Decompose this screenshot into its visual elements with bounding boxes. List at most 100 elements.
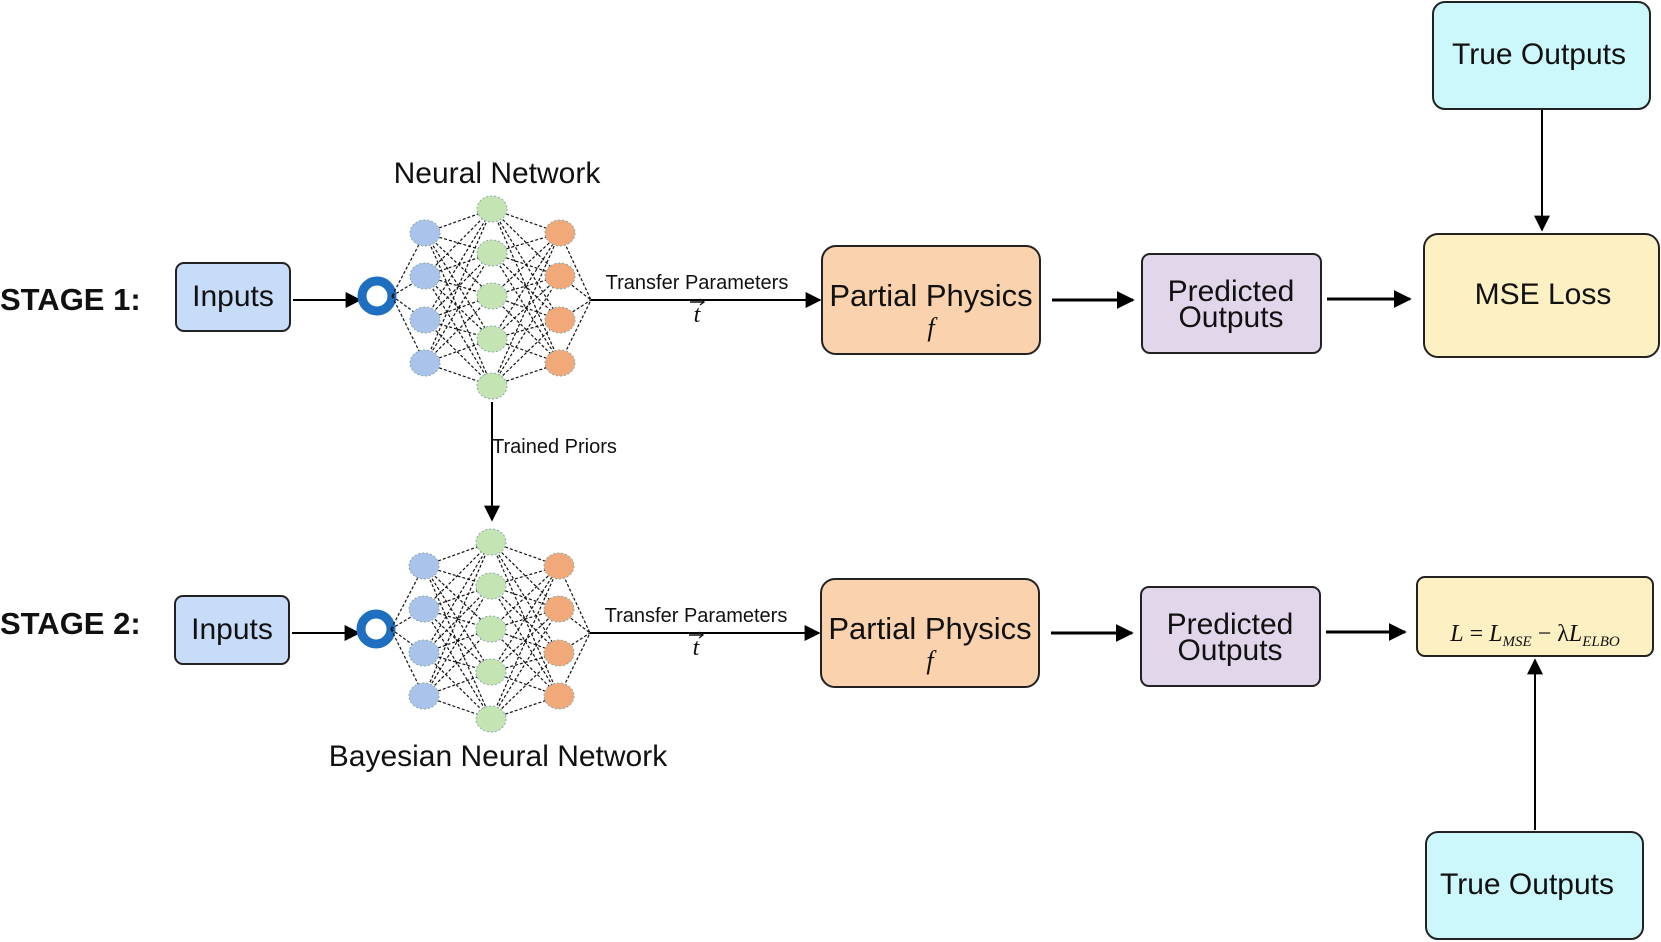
vector-arrow-tip bbox=[698, 631, 705, 639]
connection bbox=[490, 608, 560, 720]
connection bbox=[490, 652, 560, 720]
hidden-neuron bbox=[476, 195, 508, 223]
formula-Lelbo: L bbox=[1568, 621, 1582, 647]
connection bbox=[391, 295, 426, 321]
physics-label: Partial Physics bbox=[829, 278, 1032, 313]
formula-Lmse: L bbox=[1488, 621, 1502, 647]
connection bbox=[490, 565, 560, 673]
vector-arrow-tip bbox=[699, 298, 706, 306]
physics-symbol: f bbox=[927, 313, 938, 342]
transfer-symbol-text: t bbox=[694, 302, 702, 328]
connection bbox=[490, 585, 560, 697]
predicted-label-line1: Predicted bbox=[1167, 608, 1294, 641]
transfer-symbol: t bbox=[690, 298, 706, 328]
connection bbox=[423, 565, 492, 720]
predicted-box-rect bbox=[1141, 253, 1322, 354]
connection bbox=[390, 565, 425, 630]
loss-box-rect bbox=[1423, 233, 1660, 358]
inputs-box-rect bbox=[174, 595, 290, 665]
connection bbox=[424, 208, 493, 277]
connection bbox=[391, 232, 426, 297]
input-neuron bbox=[409, 262, 441, 290]
connection bbox=[390, 628, 425, 654]
formula-eq: = bbox=[1464, 621, 1490, 647]
true-outputs-box-rect bbox=[1432, 1, 1651, 110]
loss-formula: L = LMSE − λLELBO bbox=[1449, 621, 1620, 650]
predicted-label-line1: Predicted bbox=[1168, 275, 1295, 308]
stage-2-label: STAGE 2: bbox=[0, 606, 141, 641]
hidden-neuron bbox=[476, 239, 508, 267]
connection bbox=[424, 208, 493, 364]
ring-icon bbox=[356, 609, 396, 649]
stage-2: STAGE 2: Inputs Bayesian Neural Network … bbox=[0, 528, 1654, 940]
formula-mse-sub: MSE bbox=[1502, 634, 1532, 650]
input-neuron bbox=[408, 639, 440, 667]
connection bbox=[490, 541, 560, 697]
connection bbox=[424, 319, 493, 387]
connection bbox=[491, 232, 561, 340]
loss-formula-box-rect bbox=[1416, 576, 1654, 657]
input-neuron bbox=[408, 552, 440, 580]
inputs-label: Inputs bbox=[191, 613, 273, 646]
stage-1-physics-box: Partial Physics f bbox=[821, 245, 1041, 355]
connection bbox=[423, 585, 492, 654]
output-neuron bbox=[544, 306, 576, 334]
hidden-neuron bbox=[475, 528, 507, 556]
connection bbox=[491, 208, 561, 364]
output-neuron bbox=[543, 682, 575, 710]
connection bbox=[423, 541, 492, 610]
predicted-label-line2: Outputs bbox=[1178, 301, 1283, 334]
connection bbox=[490, 565, 560, 630]
connection bbox=[491, 275, 561, 340]
formula-L: L bbox=[1449, 621, 1463, 647]
connection bbox=[490, 565, 560, 720]
neural-network-icon bbox=[357, 195, 592, 400]
input-neuron bbox=[408, 595, 440, 623]
transfer-symbol-text: t bbox=[693, 635, 701, 661]
connection bbox=[424, 252, 493, 364]
stage-1-label: STAGE 1: bbox=[0, 282, 141, 317]
stage-2-physics-box: Partial Physics f bbox=[820, 578, 1040, 688]
physics-label: Partial Physics bbox=[828, 611, 1031, 646]
hidden-neuron bbox=[475, 572, 507, 600]
transfer-label: Transfer Parameters bbox=[606, 272, 789, 294]
physics-box-rect bbox=[821, 245, 1041, 355]
connection bbox=[423, 652, 492, 720]
connection bbox=[491, 252, 561, 364]
connection bbox=[491, 232, 561, 297]
input-neuron bbox=[408, 682, 440, 710]
stage-1-loss-box: MSE Loss bbox=[1423, 233, 1660, 358]
hidden-neuron bbox=[476, 372, 508, 400]
stage-1-true-outputs-box: True Outputs bbox=[1432, 1, 1651, 110]
output-neuron bbox=[544, 349, 576, 377]
stage-2-loss-box: L = LMSE − λLELBO bbox=[1416, 576, 1654, 657]
hidden-neuron bbox=[476, 282, 508, 310]
formula-elbo-sub: ELBO bbox=[1581, 634, 1620, 650]
trained-priors-label: Trained Priors bbox=[492, 436, 617, 458]
output-neuron bbox=[543, 595, 575, 623]
connection bbox=[491, 275, 561, 387]
transfer-symbol: t bbox=[689, 631, 705, 661]
hidden-neuron bbox=[476, 325, 508, 353]
hidden-neuron bbox=[475, 658, 507, 686]
formula-lambda: λ bbox=[1557, 621, 1569, 647]
connection bbox=[491, 319, 561, 387]
output-neuron bbox=[544, 219, 576, 247]
formula-minus: − bbox=[1532, 621, 1558, 647]
connection bbox=[423, 541, 492, 654]
predicted-box-rect bbox=[1140, 586, 1321, 687]
connection bbox=[423, 585, 492, 697]
connection bbox=[491, 232, 561, 387]
connection bbox=[423, 541, 492, 697]
true-outputs-box-rect bbox=[1425, 831, 1644, 940]
stage-2-inputs-box: Inputs bbox=[174, 595, 290, 665]
output-neuron bbox=[543, 552, 575, 580]
connection bbox=[424, 252, 493, 321]
connection bbox=[424, 275, 493, 387]
output-neuron bbox=[543, 639, 575, 667]
inputs-box-rect bbox=[175, 262, 291, 332]
input-neuron bbox=[409, 349, 441, 377]
true-outputs-label: True Outputs bbox=[1452, 38, 1626, 71]
connection bbox=[424, 295, 493, 364]
